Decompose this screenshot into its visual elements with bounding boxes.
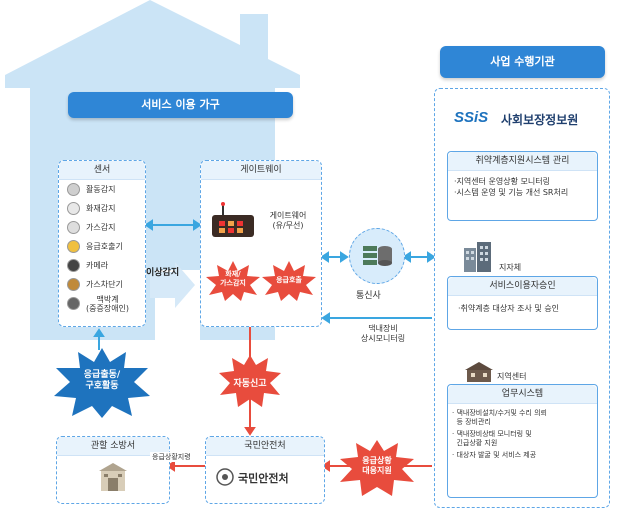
work-box-line-3: · 대상자 발굴 및 서비스 제공 xyxy=(452,451,537,459)
work-box-title: 업무시스템 xyxy=(448,385,597,404)
sensor-device-icon xyxy=(67,297,80,310)
sensor-device-icon xyxy=(67,278,80,291)
sensor-device-icon xyxy=(67,183,80,196)
gateway-panel: 게이트웨이 게이트웨어 (유/무선) 화재/ 가스감지 응급호출 xyxy=(200,160,322,327)
sensor-item: 카메라 xyxy=(59,256,145,275)
sensor-device-icon xyxy=(67,202,80,215)
safety-agency-box: 국민안전처 국민안전처 xyxy=(205,436,325,504)
system-box-title: 취약계층지원시스템 관리 xyxy=(448,152,597,171)
approval-box-title: 서비스이용자승인 xyxy=(448,277,597,296)
emergency-call-badge: 응급호출 xyxy=(276,276,302,284)
sensor-item: 가스감지 xyxy=(59,218,145,237)
building-icon xyxy=(464,242,491,272)
sensor-item-label: 가스감지 xyxy=(86,223,116,232)
chimney xyxy=(240,14,268,64)
abnormal-detect-label: 이상감지 xyxy=(146,268,180,278)
sensor-device-icon xyxy=(67,240,80,253)
system-box-line-2: ·시스템 운영 및 기능 개선 SR처리 xyxy=(454,188,569,197)
sensor-item: 맥박계 (중증장애인) xyxy=(59,294,145,313)
work-system-box: 업무시스템 · 댁내장비설치/수거및 수리 의뢰 등 장비관리 · 댁내장비상태… xyxy=(447,384,598,498)
sensor-item: 활동감지 xyxy=(59,180,145,199)
rescue-arrow-up xyxy=(93,328,105,337)
emergency-call-burst xyxy=(262,261,316,301)
sensor-device-icon xyxy=(67,259,80,272)
sensor-item-label: 활동감지 xyxy=(86,185,116,194)
sensor-item-label: 카메라 xyxy=(86,261,109,270)
response-burst xyxy=(340,440,414,496)
sensor-item: 응급호출기 xyxy=(59,237,145,256)
fire-station-box: 관할 소방서 xyxy=(56,436,170,504)
household-title: 서비스 이용 가구 xyxy=(68,92,293,118)
rescue-burst xyxy=(54,348,150,418)
sensor-item-label: 화재감지 xyxy=(86,204,116,213)
emergency-info-label: 응급상황지령 xyxy=(150,452,193,462)
safety-agency-logo-text: 국민안전처 xyxy=(238,472,289,485)
gateway-device-icon xyxy=(212,202,254,237)
gateway-device-label: 게이트웨어 (유/무선) xyxy=(269,211,307,230)
fire-station-building-icon xyxy=(99,463,127,491)
sensor-item-label: 응급호출기 xyxy=(86,242,123,251)
auto-report-burst xyxy=(219,355,281,407)
agency-title: 사업 수행기관 xyxy=(440,46,605,78)
system-management-box: 취약계층지원시스템 관리 ·지역센터 운영상황 모니터링 ·시스템 운영 및 기… xyxy=(447,151,598,221)
auto-report-label: 자동신고 xyxy=(233,379,267,389)
local-gov-label: 지자체 xyxy=(499,263,522,272)
ssis-logo-mark: SSiS xyxy=(454,109,489,126)
telecom-label: 통신사 xyxy=(356,291,381,301)
arrow-left-1 xyxy=(144,219,153,231)
sensor-item-label: 맥박계 (중증장애인) xyxy=(86,294,130,313)
monitoring-label: 댁내장비 상시모니터링 xyxy=(360,324,406,343)
response-label: 응급상황 대응지원 xyxy=(362,456,392,475)
fire-station-title: 관할 소방서 xyxy=(57,437,169,456)
server-icon xyxy=(363,246,392,266)
work-box-line-2: · 댁내장비상태 모니터링 및 긴급상황 지원 xyxy=(452,430,532,447)
sensor-panel-title: 센서 xyxy=(59,161,145,180)
house-icon xyxy=(465,362,493,382)
approval-box-line-1: ·취약계층 대상자 조사 및 승인 xyxy=(458,304,560,313)
work-box-line-1: · 댁내장비설치/수거및 수리 의뢰 등 장비관리 xyxy=(452,409,547,426)
gateway-panel-title: 게이트웨이 xyxy=(201,161,321,180)
system-box-line-1: ·지역센터 운영상황 모니터링 xyxy=(454,177,550,186)
approval-box: 서비스이용자승인 ·취약계층 대상자 조사 및 승인 xyxy=(447,276,598,330)
sensor-device-icon xyxy=(67,221,80,234)
abnormal-arrow-shape xyxy=(150,262,195,308)
telecom-node xyxy=(349,228,405,284)
sensor-item: 화재감지 xyxy=(59,199,145,218)
ssis-logo-text: 사회보장정보원 xyxy=(501,113,579,127)
rescue-label: 응급출동/ 구호활동 xyxy=(83,370,121,391)
sensor-item-label: 가스차단기 xyxy=(86,280,123,289)
sensor-item: 가스차단기 xyxy=(59,275,145,294)
fire-gas-burst xyxy=(206,261,260,301)
arrow-right-1 xyxy=(193,219,202,231)
fire-gas-badge: 화재/ 가스감지 xyxy=(220,270,246,287)
safety-agency-title: 국민안전처 xyxy=(206,437,324,456)
safety-agency-emblem-icon xyxy=(216,468,234,486)
center-label: 지역센터 xyxy=(497,372,527,381)
